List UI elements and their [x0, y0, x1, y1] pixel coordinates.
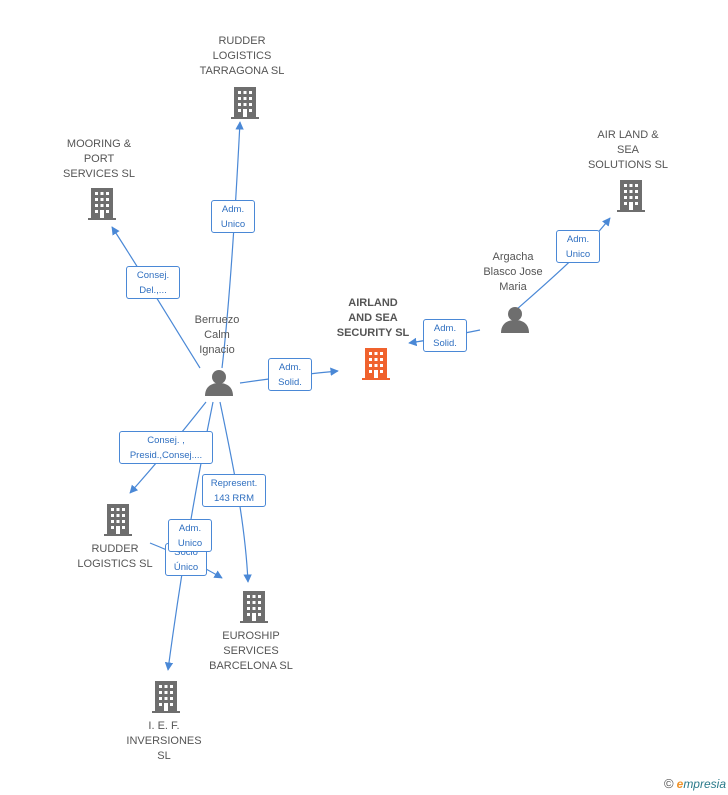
brand-initial: e — [676, 777, 684, 791]
node-label-rudder-tarragona[interactable]: RUDDER LOGISTICS TARRAGONA SL — [199, 35, 285, 77]
copyright-symbol: © — [664, 776, 674, 791]
edge-berruezo-tarragona — [221, 121, 244, 369]
node-label-air-land-solutions[interactable]: AIR LAND & SEA SOLUTIONS SL — [587, 129, 669, 171]
node-label-berruezo[interactable]: Berruezo Calm Ignacio — [194, 314, 240, 356]
node-label-rudder-logistics[interactable]: RUDDER LOGISTICS SL — [77, 543, 153, 570]
edge-label-consej-rudder[interactable]: Consej. , Presid.,Consej.... — [119, 431, 213, 464]
building-icon — [231, 87, 259, 119]
building-icon — [617, 180, 645, 212]
person-icon — [501, 307, 529, 333]
person-icon — [205, 370, 233, 396]
empresia-watermark: ©empresia — [664, 776, 726, 791]
node-label-mooring[interactable]: MOORING & PORT SERVICES SL — [63, 138, 135, 180]
building-icon — [152, 681, 180, 713]
edge-label-adm-unico-ief[interactable]: Adm. Unico — [168, 519, 212, 552]
edge-label-consej-mooring[interactable]: Consej. Del.,... — [126, 266, 180, 299]
building-icon — [362, 348, 390, 380]
edge-label-adm-solid-berruezo[interactable]: Adm. Solid. — [268, 358, 312, 391]
node-label-airland-security[interactable]: AIRLAND AND SEA SECURITY SL — [336, 297, 410, 339]
building-icon — [88, 188, 116, 220]
building-icon — [240, 591, 268, 623]
edge-label-adm-unico-tarragona[interactable]: Adm. Unico — [211, 200, 255, 233]
brand-name: mpresia — [683, 777, 726, 791]
node-label-euroship[interactable]: EUROSHIP SERVICES BARCELONA SL — [209, 630, 293, 672]
edge-argacha-solutions — [515, 217, 611, 311]
edge-label-adm-solid-argacha[interactable]: Adm. Solid. — [423, 319, 467, 352]
node-label-ief[interactable]: I. E. F. INVERSIONES SL — [126, 720, 202, 762]
edge-label-adm-unico-solutions[interactable]: Adm. Unico — [556, 230, 600, 263]
building-icon — [104, 504, 132, 536]
node-label-argacha[interactable]: Argacha Blasco Jose Maria — [483, 251, 543, 293]
edge-label-represent-euroship[interactable]: Represent. 143 RRM — [202, 474, 266, 507]
